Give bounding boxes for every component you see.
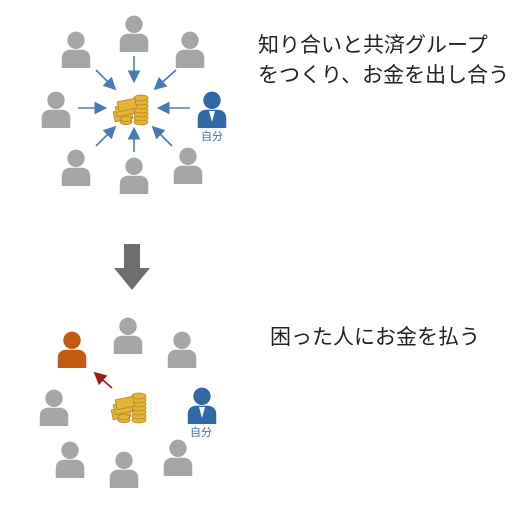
- person-icon: [109, 451, 139, 488]
- person-icon: [175, 31, 205, 68]
- recipient-person-icon: [57, 331, 87, 368]
- person-icon: [113, 317, 143, 354]
- arrow-out: [93, 371, 113, 389]
- arrow-in: [95, 125, 117, 147]
- down-arrow-icon: [114, 244, 150, 290]
- person-icon: [39, 389, 69, 426]
- self-label: 自分: [190, 426, 212, 439]
- contribution-diagram: [41, 15, 227, 194]
- person-icon: [61, 149, 91, 186]
- self-label: 自分: [201, 130, 223, 143]
- person-icon: [119, 157, 149, 194]
- person-icon: [167, 331, 197, 368]
- person-icon: [61, 31, 91, 68]
- self-person-icon: [187, 387, 217, 424]
- coins-icon: [110, 392, 147, 424]
- person-icon: [119, 15, 149, 52]
- self-person-icon: [197, 91, 227, 128]
- caption-line: 知り合いと共済グループ: [258, 33, 488, 57]
- coins-icon: [112, 94, 149, 126]
- payout-caption: 困った人にお金を払う: [270, 325, 480, 349]
- person-icon: [41, 91, 71, 128]
- person-icon: [55, 441, 85, 478]
- arrow-in: [151, 125, 173, 147]
- contribution-caption: 知り合いと共済グループ をつくり、お金を出し合う: [258, 30, 509, 90]
- arrow-in: [153, 69, 177, 91]
- person-icon: [173, 147, 203, 184]
- payout-diagram: [39, 317, 217, 488]
- caption-line: をつくり、お金を出し合う: [258, 63, 510, 87]
- arrow-in: [95, 69, 117, 91]
- contribution-panel: 自分 知り合いと共済グループ をつくり、お金を出し合う: [0, 0, 518, 200]
- payout-panel: 自分: [0, 300, 518, 516]
- person-icon: [163, 439, 193, 476]
